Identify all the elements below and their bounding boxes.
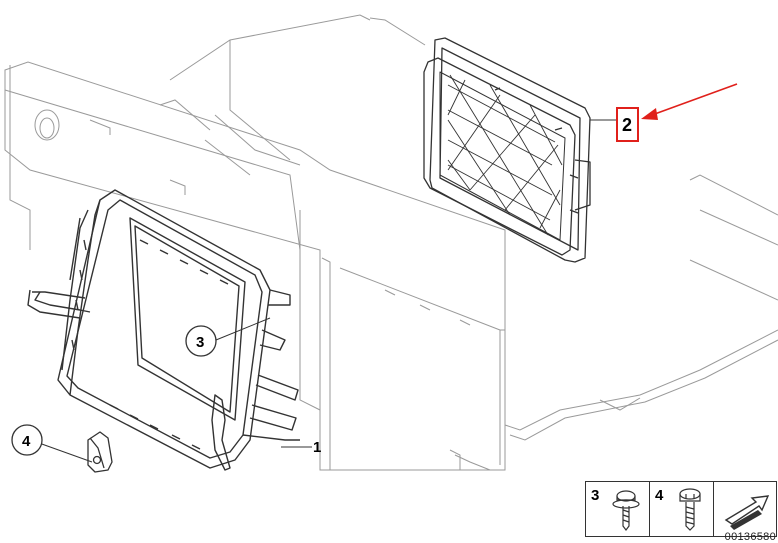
direction-arrow-icon (724, 495, 770, 530)
legend-cell-3: 3 (586, 482, 650, 536)
screw-icon (612, 490, 640, 531)
legend-cell-arrow (714, 482, 776, 536)
highlight-arrow (616, 83, 738, 142)
callout-1: 1 (313, 439, 321, 456)
bolt-icon (679, 488, 701, 531)
part-4-clip (87, 431, 113, 473)
body-structure (4, 14, 778, 471)
callout-4: 4 (22, 433, 31, 450)
document-id: 00136580 (724, 531, 776, 543)
part-2-filter-element (423, 37, 591, 263)
legend-number-4: 4 (655, 487, 664, 504)
callout-2: 2 (622, 115, 632, 135)
highlight-box (616, 107, 639, 142)
callouts: 1 2 3 4 (11, 115, 632, 456)
part-1-duct-frame (27, 189, 300, 471)
callout-3-circle (185, 325, 217, 357)
callout-4-circle (11, 424, 43, 456)
callout-3: 3 (196, 334, 204, 351)
fastener-legend: 3 4 (585, 481, 777, 537)
leader-lines (38, 119, 617, 463)
legend-number-3: 3 (591, 487, 600, 504)
legend-cell-4: 4 (650, 482, 714, 536)
